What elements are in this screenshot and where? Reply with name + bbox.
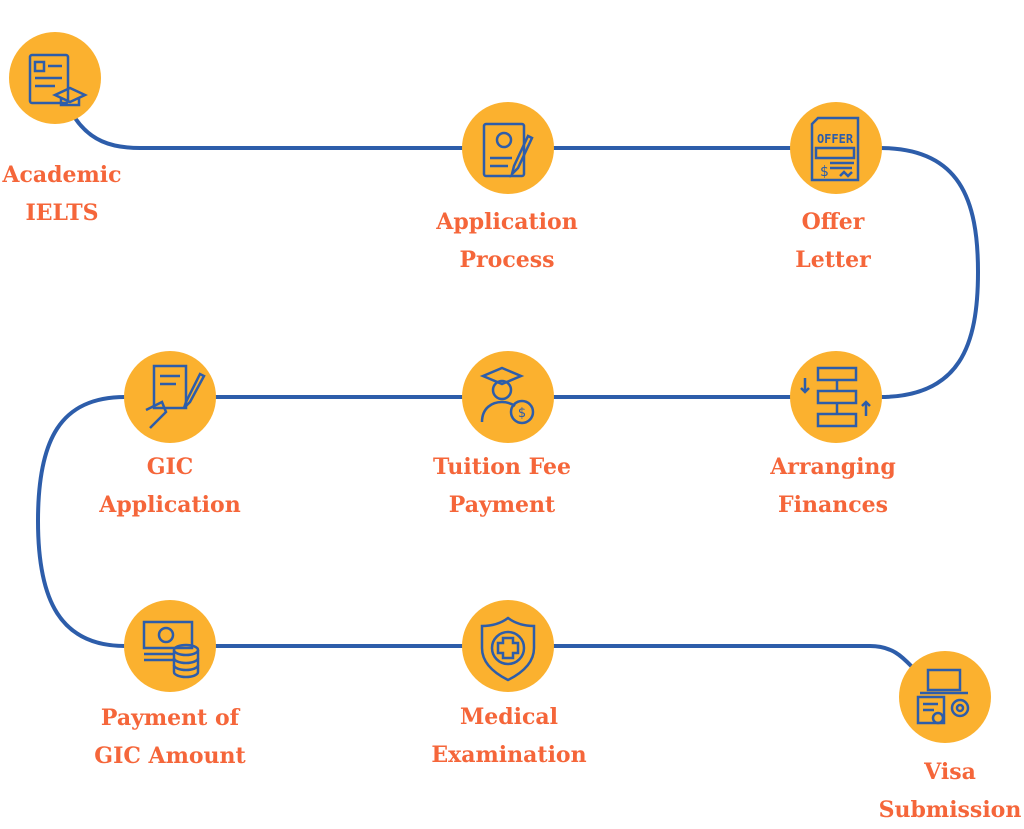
step-circle-arranging-finances <box>790 351 882 443</box>
label-line: Submission <box>878 797 1022 823</box>
label-line: Arranging <box>770 454 896 480</box>
svg-text:$: $ <box>518 406 526 421</box>
cash-coins-icon <box>142 620 200 679</box>
label-line: Academic <box>2 162 122 188</box>
hand-form-pen-icon <box>145 364 206 429</box>
flowchart-arrows-icon <box>800 366 871 428</box>
label-line: Process <box>459 247 555 273</box>
laptop-document-gear-icon <box>916 668 970 725</box>
document-graduation-cap-icon <box>28 53 88 107</box>
step-circle-visa-submission <box>899 651 991 743</box>
label-line: Examination <box>431 742 587 768</box>
step-circle-tuition-fee-payment: $ <box>462 351 554 443</box>
label-line: Application <box>436 209 578 235</box>
step-circle-application-process <box>462 102 554 194</box>
offer-document-icon: OFFER $ <box>810 116 860 182</box>
offer-icon-text: OFFER <box>817 132 854 146</box>
step-label-payment-of-gic-amount: Payment of GIC Amount <box>94 699 245 775</box>
label-line: Payment of <box>100 705 240 731</box>
step-circle-payment-of-gic-amount <box>124 600 216 692</box>
label-line: Visa <box>924 759 976 785</box>
profile-form-pen-icon <box>482 122 534 179</box>
step-circle-offer-letter: OFFER $ <box>790 102 882 194</box>
label-line: Finances <box>778 492 888 518</box>
label-line: Letter <box>795 247 871 273</box>
step-circle-academic-ielts <box>9 32 101 124</box>
label-line: GIC Amount <box>94 743 246 769</box>
step-circle-gic-application <box>124 351 216 443</box>
shield-medical-cross-icon <box>480 616 536 682</box>
graduate-dollar-icon: $ <box>479 366 535 425</box>
label-line: GIC <box>146 454 194 480</box>
label-line: Application <box>99 492 241 518</box>
svg-text:$: $ <box>820 164 829 180</box>
label-line: Tuition Fee <box>433 454 571 480</box>
label-line: IELTS <box>25 200 99 226</box>
label-line: Offer <box>801 209 865 235</box>
step-circle-medical-examination <box>462 600 554 692</box>
label-line: Payment <box>448 492 556 518</box>
label-line: Medical <box>459 704 559 730</box>
step-label-gic-application: GIC Application <box>99 448 240 524</box>
